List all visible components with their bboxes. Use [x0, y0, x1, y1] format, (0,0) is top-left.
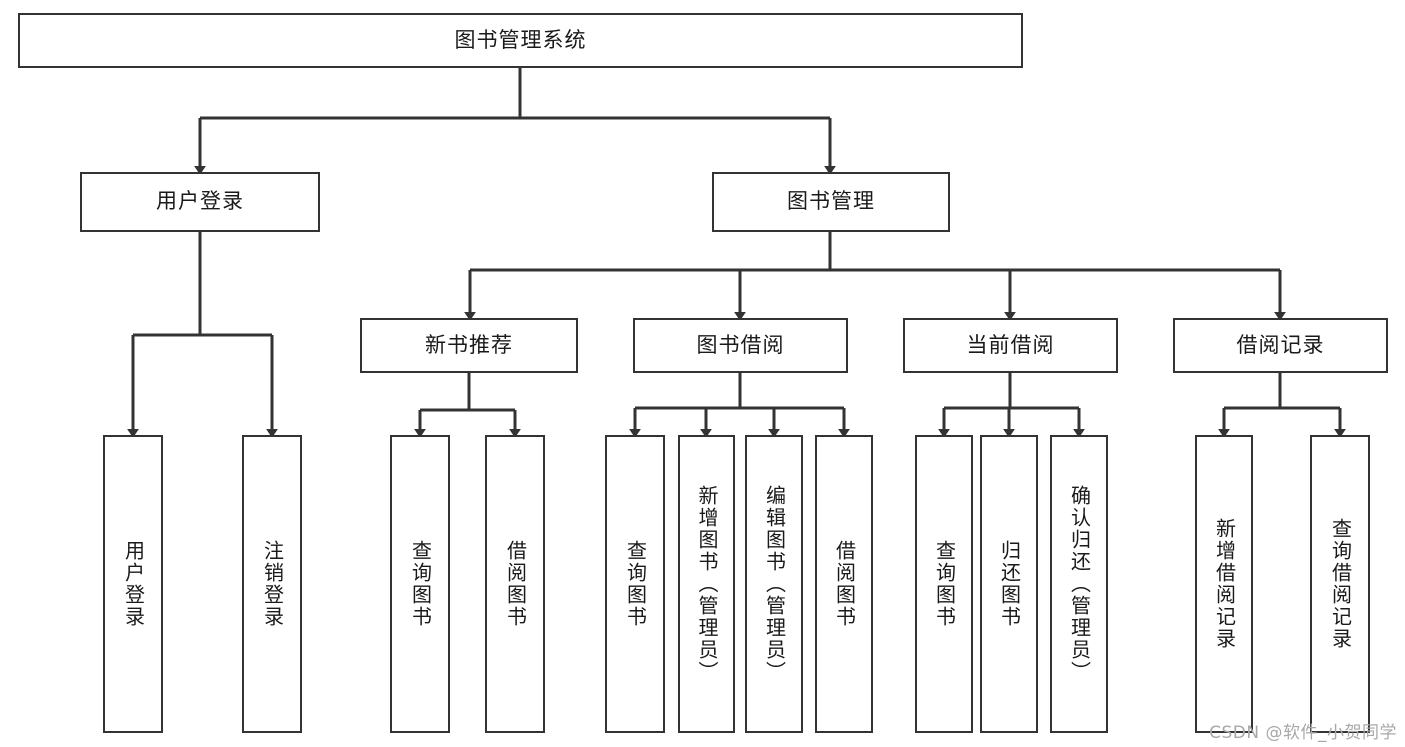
- node-label: 图书借阅: [696, 332, 785, 357]
- watermark: CSDN @软件_小贺同学: [1209, 723, 1397, 743]
- node-label: 借阅记录: [1236, 332, 1325, 357]
- node-label: 图书管理系统: [454, 27, 587, 52]
- node-label: 当前借阅: [966, 332, 1055, 357]
- node-query-borrow-record[interactable]: 查询借阅记录: [1310, 435, 1370, 733]
- node-query-book-1[interactable]: 查询图书: [390, 435, 450, 733]
- node-label: 查询图书: [623, 540, 648, 628]
- node-label: 图书管理: [787, 189, 875, 214]
- node-label: 用户登录: [121, 540, 146, 628]
- node-user-login-do[interactable]: 用户登录: [103, 435, 163, 733]
- node-user-logout[interactable]: 注销登录: [242, 435, 302, 733]
- node-label: 确认归还（管理员）: [1067, 485, 1092, 683]
- node-label: 新书推荐: [425, 332, 513, 357]
- node-label: 归还图书: [997, 540, 1022, 628]
- node-new-book-recommend[interactable]: 新书推荐: [360, 318, 578, 373]
- node-edit-book-admin[interactable]: 编辑图书（管理员）: [745, 435, 803, 733]
- node-label: 用户登录: [156, 189, 244, 214]
- node-confirm-return-admin[interactable]: 确认归还（管理员）: [1050, 435, 1108, 733]
- node-query-book-2[interactable]: 查询图书: [605, 435, 665, 733]
- node-user-login[interactable]: 用户登录: [80, 172, 320, 232]
- node-borrow-record[interactable]: 借阅记录: [1173, 318, 1388, 373]
- node-label: 编辑图书（管理员）: [762, 485, 787, 683]
- node-label: 查询借阅记录: [1328, 518, 1353, 650]
- node-label: 注销登录: [260, 540, 285, 628]
- node-current-borrow[interactable]: 当前借阅: [903, 318, 1118, 373]
- node-label: 借阅图书: [832, 540, 857, 628]
- node-label: 新增借阅记录: [1212, 518, 1237, 650]
- node-label: 查询图书: [932, 540, 957, 628]
- node-label: 借阅图书: [503, 540, 528, 628]
- node-add-borrow-record[interactable]: 新增借阅记录: [1195, 435, 1253, 733]
- node-borrow-book-1[interactable]: 借阅图书: [485, 435, 545, 733]
- node-return-book[interactable]: 归还图书: [980, 435, 1038, 733]
- node-query-book-3[interactable]: 查询图书: [915, 435, 973, 733]
- node-label: 新增图书（管理员）: [695, 485, 719, 683]
- node-book-borrow[interactable]: 图书借阅: [633, 318, 848, 373]
- node-label: 查询图书: [408, 540, 433, 628]
- node-add-book-admin[interactable]: 新增图书（管理员）: [678, 435, 735, 733]
- node-root[interactable]: 图书管理系统: [18, 13, 1023, 68]
- node-book-manage[interactable]: 图书管理: [712, 172, 950, 232]
- node-borrow-book-2[interactable]: 借阅图书: [815, 435, 873, 733]
